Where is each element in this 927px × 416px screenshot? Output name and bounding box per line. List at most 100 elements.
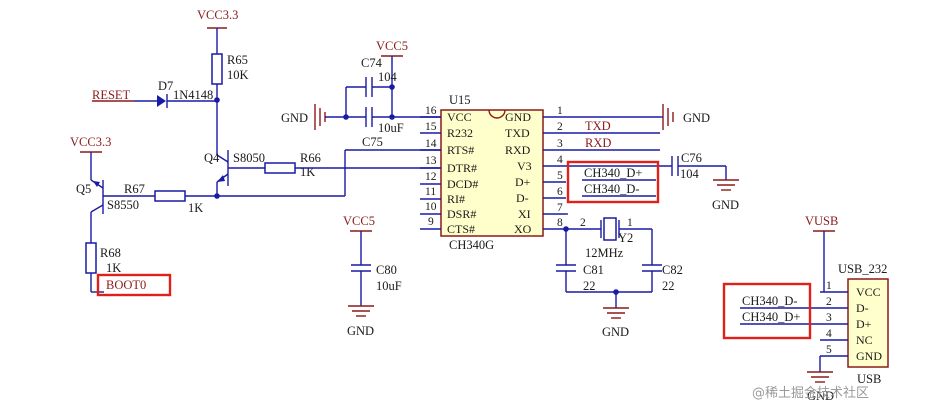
- u15-pin3-num: 3: [557, 138, 563, 150]
- q4-value: S8050: [233, 151, 265, 165]
- r68-value: 1K: [106, 261, 121, 275]
- u15-pin7-num: 7: [557, 202, 563, 214]
- u15-pin-rts: RTS#: [447, 143, 474, 157]
- q4-collector: [216, 154, 229, 163]
- boot0-highlight-box: [96, 273, 172, 297]
- d7-value: 1N4148: [173, 88, 213, 102]
- u15-pin-ri: RI#: [447, 192, 465, 206]
- u15-pin-xi: XI: [518, 207, 531, 221]
- c76-ref: C76: [681, 151, 702, 165]
- vcc5-decoupling: VCC5 GND C74 104 10uF C75: [281, 39, 441, 149]
- u15-pin9-num: 9: [428, 216, 434, 228]
- gnd-right-label: GND: [683, 111, 710, 125]
- gnd-c80-label: GND: [347, 324, 374, 338]
- u15-pin4-num: 4: [557, 154, 563, 166]
- usb-pin-nc: NC: [856, 333, 873, 347]
- ch340-dp-label: CH340_D+: [584, 166, 642, 180]
- u15-pin-cts: CTS#: [447, 222, 475, 236]
- u15-pin-dcd: DCD#: [447, 177, 478, 191]
- y2-pin1: 1: [627, 217, 633, 229]
- u15-pin16-num: 16: [425, 105, 437, 117]
- gnd-usb-label: GND: [807, 389, 834, 403]
- q5-value: S8550: [107, 198, 139, 212]
- c74-ref: C74: [361, 56, 383, 70]
- u15-pin-rxd: RXD: [505, 143, 531, 157]
- gnd-crystal-label: GND: [602, 325, 629, 339]
- r65-ref: R65: [227, 53, 248, 67]
- q5-ref: Q5: [76, 182, 91, 196]
- c75-value: 10uF: [378, 121, 404, 135]
- u15-ch340g: U15 CH340G 16 15 14 13 12 11 10 9 VCC R2…: [420, 93, 566, 252]
- ch340-d-highlight-box: [566, 160, 660, 204]
- u15-right-nets: GND TXD RXD C76 104 GND CH340_D+ CH340_D…: [566, 104, 739, 215]
- u15-pin8-num: 8: [557, 217, 563, 229]
- vcc5-c80-label: VCC5: [343, 214, 375, 228]
- usb-pin4-num: 4: [826, 328, 832, 340]
- u15-pin-vcc: VCC: [447, 110, 472, 124]
- u15-notch: [488, 109, 506, 119]
- usb-pin2-num: 2: [826, 296, 832, 308]
- u15-pin10-num: 10: [425, 201, 437, 213]
- r67-value: 1K: [188, 201, 203, 215]
- usb-body: [847, 278, 889, 368]
- q4-ref: Q4: [204, 151, 220, 165]
- r68-resistor: [85, 242, 97, 274]
- usb-ref: USB_232: [838, 262, 887, 276]
- usb-part: USB: [857, 372, 881, 386]
- usb-connector: VUSB USB_232 USB 1 2 3 4 5 VCC D- D+ NC …: [722, 214, 889, 403]
- u15-right-pins: 1 2 3 4 5 6 7 8 GND TXD RXD V3 D+ D- XI …: [505, 105, 566, 236]
- u15-pin-dp: D+: [515, 175, 531, 189]
- r67-resistor: [154, 190, 186, 202]
- c76-value: 104: [680, 167, 700, 181]
- r66-ref: R66: [300, 151, 321, 165]
- junction-dot: [214, 193, 220, 199]
- u15-pin-dtr: DTR#: [447, 161, 477, 175]
- r66-value: 1K: [300, 165, 315, 179]
- u15-pin-xo: XO: [514, 222, 532, 236]
- u15-pin-txd: TXD: [505, 126, 530, 140]
- usb-ch340-dp-label: CH340_D+: [742, 310, 800, 324]
- usb-pin-dp: D+: [856, 317, 872, 331]
- u15-left-pins: 16 15 14 13 12 11 10 9 VCC R232 RTS# DTR…: [420, 105, 478, 236]
- c80-circuit: VCC5 C80 10uF GND: [343, 214, 402, 338]
- boot0-net-label: BOOT0: [106, 278, 146, 292]
- c80-ref: C80: [376, 263, 397, 277]
- usb-pin-dm: D-: [856, 301, 869, 315]
- d7-ref: D7: [158, 79, 173, 93]
- u15-body: [440, 109, 544, 237]
- u15-pin-gnd: GND: [505, 110, 531, 124]
- u15-pin14-num: 14: [425, 138, 437, 150]
- reset-boot-circuit: VCC3.3 R65 10K RESET D7 1N4148 Q4 S8050 …: [70, 8, 441, 297]
- c82-ref: C82: [662, 263, 683, 277]
- u15-pin2-num: 2: [557, 121, 563, 133]
- q5-emitter-arrow: [93, 181, 100, 187]
- d7-diode-triangle: [157, 95, 166, 107]
- r65-resistor: [211, 53, 223, 85]
- r66-resistor: [264, 162, 296, 174]
- u15-pin-dsr: DSR#: [447, 207, 476, 221]
- rxd-net-label: RXD: [585, 136, 611, 150]
- u15-pin5-num: 5: [557, 170, 563, 182]
- usb-pin1-num: 1: [826, 280, 832, 292]
- u15-pin-r232: R232: [447, 126, 473, 140]
- usb-pin-gnd: GND: [856, 349, 882, 363]
- y2-value: 12MHz: [585, 246, 624, 260]
- c82-value: 22: [662, 279, 675, 293]
- usb-d-highlight-box: [722, 282, 812, 340]
- junction-dot: [343, 114, 349, 120]
- junction-dot: [214, 97, 220, 103]
- q4-emitter-arrow: [217, 175, 225, 182]
- c75-ref: C75: [362, 135, 383, 149]
- u15-pin-v3: V3: [517, 159, 532, 173]
- u15-pin-dm: D-: [516, 191, 529, 205]
- c81-value: 22: [583, 279, 596, 293]
- vcc33-top-label: VCC3.3: [197, 8, 238, 22]
- usb-pin5-num: 5: [826, 344, 832, 356]
- r67-ref: R67: [124, 182, 145, 196]
- reset-net-label: RESET: [92, 88, 131, 102]
- r65-value: 10K: [227, 68, 249, 82]
- y2-ref: Y2: [618, 231, 633, 245]
- watermark: @稀土掘金技术社区: [752, 385, 869, 401]
- y2-crystal: [603, 217, 617, 241]
